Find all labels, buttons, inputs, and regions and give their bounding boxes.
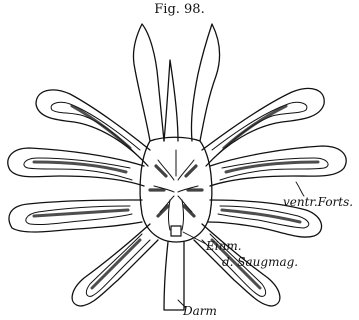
top-fork-notch (164, 60, 178, 141)
label-gut: Darm (183, 305, 217, 317)
top-left-lobe (133, 24, 164, 141)
label-junction: Einm. (206, 240, 242, 252)
label-sucking-stomach: d. Saugmag. (222, 256, 298, 268)
label-ventral-process: ventr.Forts. (283, 196, 353, 208)
junction-marker (171, 226, 181, 236)
right-upper-arm (202, 88, 324, 166)
top-right-lobe (191, 24, 219, 141)
gut-tube (164, 242, 184, 310)
